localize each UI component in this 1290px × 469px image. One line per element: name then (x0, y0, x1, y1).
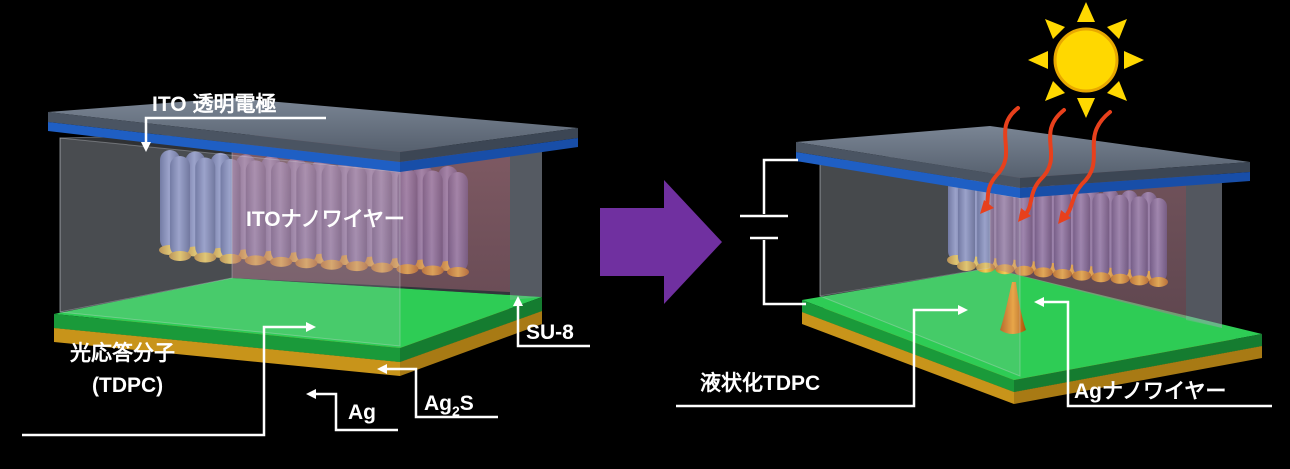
light-rays (984, 106, 1112, 220)
ito-electrode-label: ITO 透明電極 (152, 92, 276, 116)
su8-pointer (516, 302, 590, 348)
ito-electrode-blue-front (48, 122, 400, 172)
ag-label: Ag (348, 401, 376, 424)
liquid-tdpc-label: 液状化TDPC (700, 371, 820, 395)
ito-electrode-pointer (144, 116, 326, 148)
su8-right-wall (510, 150, 542, 300)
nanowire-tip (194, 252, 217, 263)
right-ag-layer-front (802, 312, 1014, 404)
nanowire (195, 157, 216, 258)
right-device (796, 126, 1262, 404)
ag-pointer (312, 392, 398, 432)
ag-nanowire-filament (1000, 282, 1026, 334)
light-ray-heads (980, 200, 1071, 224)
right-arrowheads (958, 297, 1044, 315)
ito-electrode-side (400, 128, 578, 162)
left-callouts (22, 116, 590, 437)
circuit-bottom-wire (762, 240, 806, 306)
ag2s-layer-side (400, 297, 542, 362)
light-ray-3 (1062, 110, 1112, 220)
ag2s-layer (54, 278, 542, 348)
ag-nanowire-label: Agナノワイヤー (1074, 380, 1226, 403)
ag-layer-side (400, 311, 542, 376)
circuit-top-wire (762, 158, 798, 214)
ag2s-label-sub: 2 (452, 403, 460, 419)
left-device (48, 98, 578, 376)
ag2s-label: Ag2S (424, 392, 474, 419)
su8-label: SU-8 (526, 321, 574, 344)
molecule-pointer (22, 325, 310, 437)
molecule-label-line1: 光応答分子 (69, 341, 175, 365)
inner-wall (232, 134, 510, 292)
ag2s-pointer (383, 367, 498, 419)
nanowire-tip (957, 261, 976, 271)
left-arrowheads (141, 142, 523, 399)
ag2s-label-tail: S (460, 392, 474, 415)
sun-icon (1028, 2, 1144, 118)
nanowire (958, 182, 975, 266)
right-electrode-top (796, 126, 1250, 178)
molecule-label-line2: (TDPC) (92, 374, 163, 397)
right-green-layer-front (802, 300, 1014, 392)
su8-front-wall (59, 137, 401, 347)
ito-electrode-top (48, 98, 578, 152)
right-ag-layer-side (1014, 346, 1262, 404)
right-electrode-blue-front (796, 152, 1020, 198)
ag2s-label-base: Ag (424, 392, 452, 415)
ag-layer-front (54, 328, 400, 376)
nanowire (170, 156, 190, 256)
ag2s-layer-front (54, 314, 400, 362)
right-electrode-side (1020, 162, 1250, 188)
right-right-wall (1186, 172, 1222, 328)
right-green-layer (802, 268, 1262, 380)
ito-electrode-blue-side (400, 138, 578, 172)
process-arrow (600, 180, 722, 304)
right-green-layer-side (1014, 334, 1262, 392)
liquid-tdpc-pointer (676, 308, 962, 408)
right-callouts (676, 300, 1272, 408)
nanowire-tip (169, 251, 191, 261)
ito-nanowire-label: ITOナノワイヤー (246, 208, 405, 231)
right-electrode-front (796, 142, 1020, 188)
voltage-source (740, 158, 806, 306)
nanowire (977, 183, 995, 268)
light-ray-2 (1022, 108, 1066, 218)
ag-nanowire-pointer (1040, 300, 1272, 408)
ito-electrode-front (48, 112, 400, 162)
light-ray-1 (984, 106, 1020, 210)
